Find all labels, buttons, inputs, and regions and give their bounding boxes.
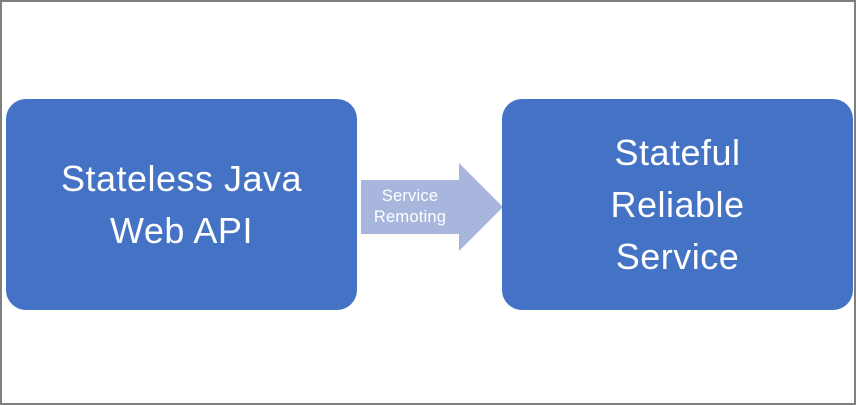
arrow-label-line1: Service xyxy=(381,187,439,205)
arrow-body xyxy=(361,180,460,234)
arrow-label-line2: Remoting xyxy=(373,208,447,226)
right-arrow-shape xyxy=(361,163,503,251)
stateless-java-web-api-box: Stateless Java Web API xyxy=(6,99,357,310)
left-box-label-line2: Web API xyxy=(110,209,253,251)
left-box-label-line1: Stateless Java xyxy=(60,157,303,199)
right-box-label-line2: Reliable xyxy=(610,183,745,225)
stateful-reliable-service-box: Stateful Reliable Service xyxy=(502,99,853,310)
right-box-label-line1: Stateful xyxy=(614,131,741,173)
arrow-label: Service Remoting xyxy=(361,180,459,234)
right-box-label-line3: Service xyxy=(615,235,740,277)
arrow-head-icon xyxy=(459,163,503,251)
